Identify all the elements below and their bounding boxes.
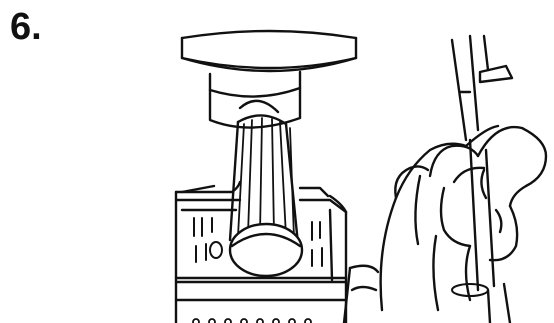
steam-wand-icon (452, 36, 512, 290)
group-head-icon (182, 31, 356, 128)
milk-jug-icon (344, 266, 510, 323)
portafilter-icon (230, 115, 302, 276)
control-panel-icon (176, 300, 346, 323)
hand-with-cloth-icon (381, 126, 546, 310)
